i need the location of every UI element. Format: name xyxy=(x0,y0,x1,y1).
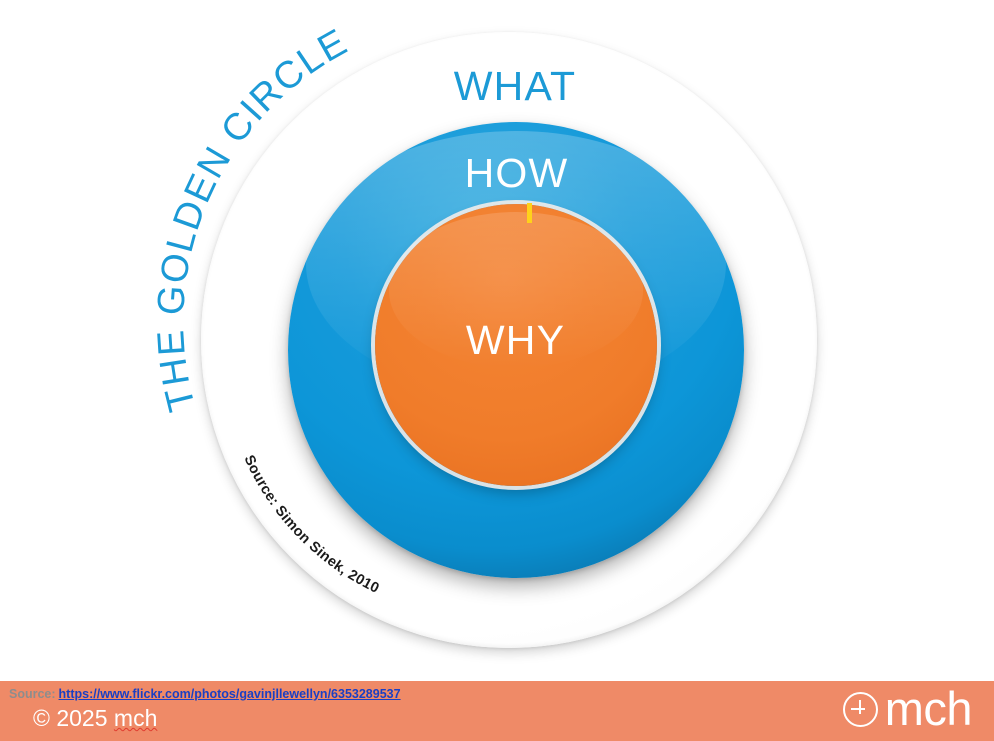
label-how: HOW xyxy=(464,150,569,196)
footer-source-line: Source:https://www.flickr.com/photos/gav… xyxy=(9,687,401,701)
golden-circle-diagram: WHAT HOW WHY THE GOLDEN CIRCLE Source: S… xyxy=(150,5,880,670)
mch-logo: mch xyxy=(842,682,973,735)
label-why: WHY xyxy=(465,317,566,363)
curved-title-text: THE GOLDEN CIRCLE xyxy=(150,21,355,415)
copyright-brand: mch xyxy=(113,705,158,731)
footer-copyright: © 2025 mch xyxy=(33,705,157,732)
footer-bar: Source:https://www.flickr.com/photos/gav… xyxy=(0,681,994,741)
label-what: WHAT xyxy=(453,63,577,109)
curved-source-text: Source: Simon Sinek, 2010 xyxy=(240,453,381,597)
plus-circle-icon xyxy=(842,691,878,727)
source-url-link[interactable]: https://www.flickr.com/photos/gavinjllew… xyxy=(58,687,401,701)
source-label: Source: xyxy=(9,687,56,701)
inner-circle-why xyxy=(375,204,657,486)
text-caret-artifact xyxy=(527,203,532,223)
copyright-prefix: © 2025 xyxy=(33,705,114,731)
logo-wordmark: mch xyxy=(884,682,973,735)
curved-text-layer: THE GOLDEN CIRCLE Source: Simon Sinek, 2… xyxy=(150,21,381,597)
